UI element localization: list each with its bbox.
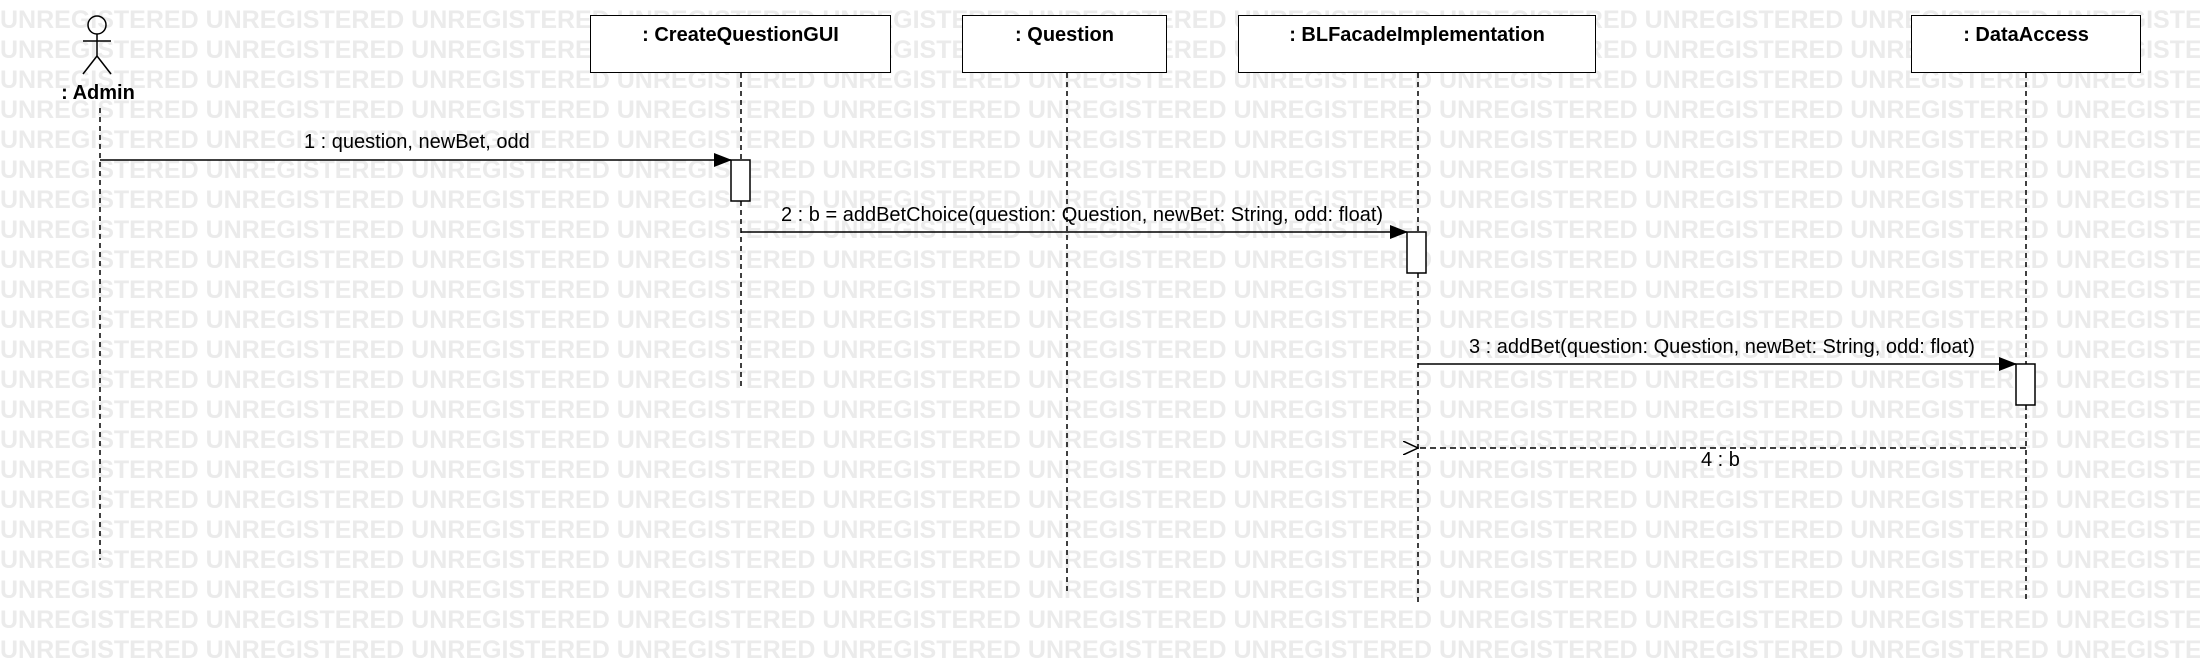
lifeline-label-blfacade: : BLFacadeImplementation — [1289, 24, 1545, 46]
actor-label-admin: : Admin — [61, 82, 135, 104]
message-2-label: 2 : b = addBetChoice(question: Question,… — [781, 204, 1384, 226]
activation-createquestiongui — [730, 159, 751, 202]
lifeline-label-createquestiongui: : CreateQuestionGUI — [642, 24, 839, 46]
actor-admin-icon — [82, 15, 112, 75]
message-4-label: 4 : b — [1701, 449, 1740, 471]
activation-dataaccess — [2015, 363, 2036, 406]
lifeline-header-blfacade: : BLFacadeImplementation — [1238, 15, 1596, 73]
lifeline-label-dataaccess: : DataAccess — [1963, 24, 2089, 46]
lifeline-header-dataaccess: : DataAccess — [1911, 15, 2141, 73]
message-1-label: 1 : question, newBet, odd — [304, 131, 530, 153]
message-3-label: 3 : addBet(question: Question, newBet: S… — [1469, 336, 1975, 358]
activation-blfacade — [1406, 231, 1427, 274]
lifeline-label-question: : Question — [1015, 24, 1114, 46]
lifeline-header-question: : Question — [962, 15, 1167, 73]
lifeline-header-createquestiongui: : CreateQuestionGUI — [590, 15, 891, 73]
